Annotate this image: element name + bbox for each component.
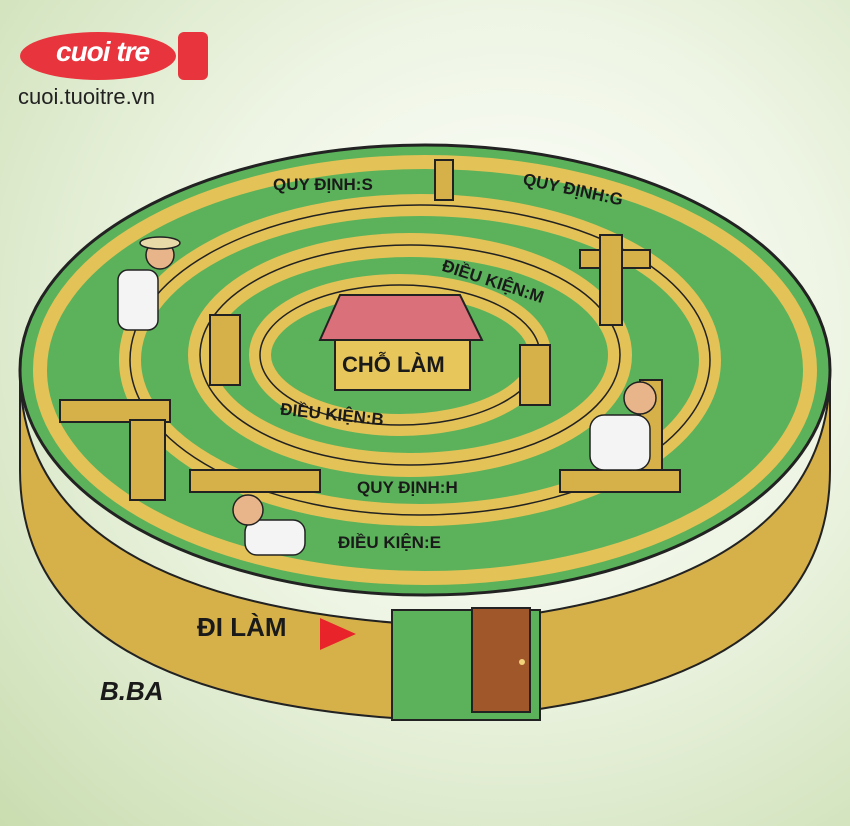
- label-dieu-kien-e: ĐIỀU KIỆN:E: [338, 533, 441, 552]
- person-top-left: [117, 236, 181, 331]
- person-bottom-left: [232, 494, 306, 556]
- logo-text: cuoi tre: [56, 36, 150, 67]
- logo: cuoi tre: [18, 26, 213, 82]
- outer-wall-side: [19, 369, 831, 722]
- person-right: [589, 381, 657, 471]
- arrow-icon: [320, 618, 356, 650]
- artist-signature: B.BA: [100, 676, 164, 706]
- house-roof: [318, 294, 484, 341]
- logo-url: cuoi.tuoitre.vn: [18, 84, 155, 109]
- label-cho-lam: CHỖ LÀM: [342, 352, 445, 377]
- label-quy-dinh-h: QUY ĐỊNH:H: [357, 478, 458, 497]
- label-di-lam: ĐI LÀM: [197, 612, 287, 642]
- label-quy-dinh-s: QUY ĐỊNH:S: [273, 175, 373, 194]
